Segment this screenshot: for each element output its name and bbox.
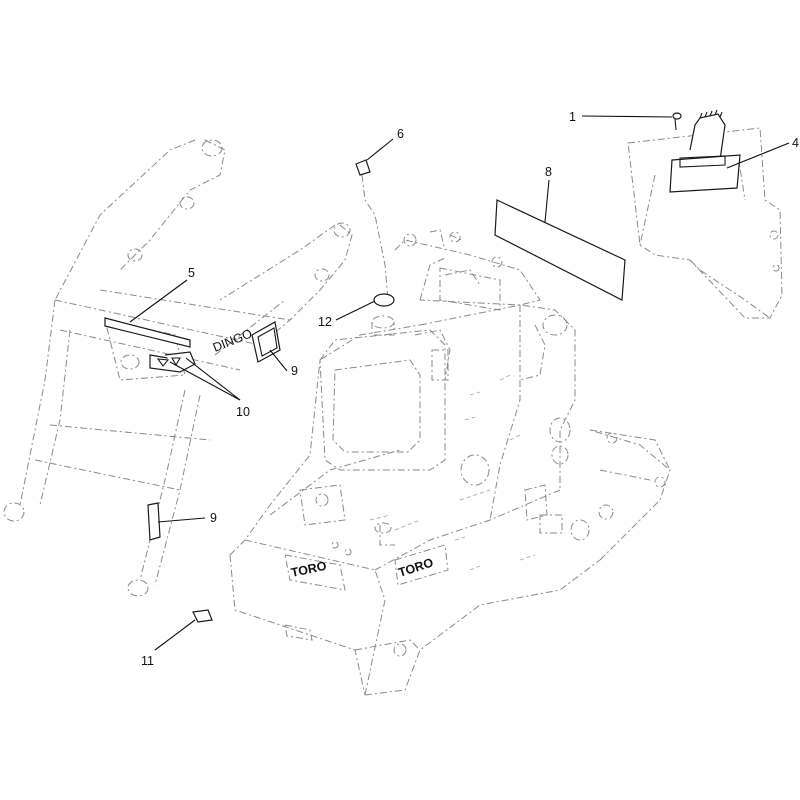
callout-4: 4 bbox=[792, 136, 799, 150]
brand-decal-front: TORO bbox=[290, 559, 328, 580]
leader-lines bbox=[129, 115, 790, 651]
callout-1: 1 bbox=[569, 110, 576, 124]
part-9-reflector-upper bbox=[251, 321, 281, 363]
arm-script-decal: DINGO bbox=[211, 326, 254, 354]
traction-unit-frame bbox=[229, 229, 671, 696]
callout-10: 10 bbox=[236, 405, 250, 419]
callout-12: 12 bbox=[318, 315, 332, 329]
callout-labels: 1 4 5 6 8 9 9 10 11 12 bbox=[141, 110, 799, 668]
callout-11: 11 bbox=[141, 654, 154, 668]
part-5-decal bbox=[104, 317, 191, 348]
part-11-decal bbox=[192, 609, 213, 623]
part-10-warning-decals bbox=[149, 351, 196, 373]
callout-6: 6 bbox=[397, 127, 404, 141]
rear-cover bbox=[627, 127, 783, 319]
part-12-plug bbox=[373, 293, 395, 307]
callout-5: 5 bbox=[188, 266, 195, 280]
loader-arms bbox=[3, 139, 353, 597]
part-9-reflector-lower bbox=[147, 502, 161, 541]
callout-9-upper: 9 bbox=[291, 364, 298, 378]
part-8-decal bbox=[494, 199, 626, 301]
callout-8: 8 bbox=[545, 165, 552, 179]
part-4-handle-decal bbox=[669, 109, 741, 193]
brand-decal-side: TORO bbox=[397, 555, 436, 579]
callout-9-lower: 9 bbox=[210, 511, 217, 525]
part-1-screw bbox=[672, 112, 682, 131]
part-6-cap bbox=[355, 159, 389, 301]
